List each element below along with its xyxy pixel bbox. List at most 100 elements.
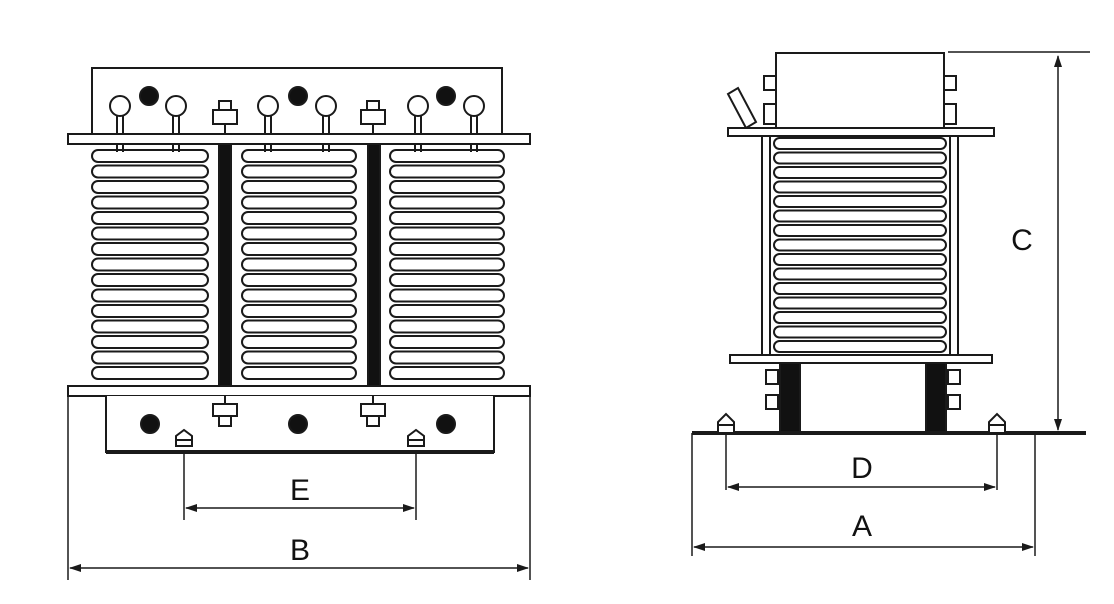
coil: [241, 149, 357, 380]
terminal-post: [257, 95, 279, 152]
coil-turn: [773, 340, 947, 353]
coil-turn: [773, 238, 947, 252]
core-limb-right: [367, 143, 381, 387]
terminal-dot: [288, 86, 308, 106]
coil-turn: [773, 296, 947, 310]
base-dot: [140, 414, 160, 434]
side-mount-bolt-right: [988, 412, 1006, 434]
mount-bolt-right: [407, 428, 425, 447]
coil-turn: [241, 350, 357, 365]
coil-turn: [389, 257, 505, 272]
dimension-label-b: B: [290, 534, 310, 567]
coil-turn: [91, 164, 209, 179]
coil-turn: [773, 267, 947, 281]
coil-turn: [389, 288, 505, 303]
coil-turn: [773, 195, 947, 208]
coil-turn: [389, 319, 505, 334]
terminal-post: [463, 95, 485, 152]
front-coils: [91, 149, 505, 380]
dimension-label-a: A: [852, 510, 872, 543]
dimension-label-c: C: [1011, 224, 1033, 257]
coil-turn: [91, 180, 209, 194]
coil-turn: [389, 195, 505, 210]
terminal-post: [407, 95, 429, 152]
side-view: [692, 52, 1086, 435]
coil-turn: [241, 149, 357, 163]
coil-turn: [241, 242, 357, 256]
coil-turn: [241, 366, 357, 380]
coil-turn: [241, 288, 357, 303]
coil-turn: [91, 195, 209, 210]
terminal-post: [165, 95, 187, 152]
coil-turn: [241, 335, 357, 349]
mount-bolt-left: [175, 428, 193, 447]
coil-turn: [773, 311, 947, 324]
coil-turn: [91, 273, 209, 287]
side-bottom-clamp: [729, 354, 993, 364]
coil-turn: [773, 151, 947, 165]
coil-turn: [773, 325, 947, 339]
front-dimensions: [67, 396, 531, 580]
coil-turn: [773, 224, 947, 237]
coil-turn: [389, 149, 505, 163]
coil-turn: [91, 304, 209, 318]
coil-turn: [241, 164, 357, 179]
front-view: [67, 67, 531, 454]
coil-turn: [91, 288, 209, 303]
coil: [389, 149, 505, 380]
core-limb-left: [218, 143, 232, 387]
coil-turn: [389, 273, 505, 287]
coil-turn: [241, 319, 357, 334]
dimension-label-e: E: [290, 474, 310, 507]
coil-turn: [773, 180, 947, 194]
top-clamp-plate: [67, 133, 531, 145]
bottom-bolt-right: [360, 396, 386, 427]
terminal-dot: [436, 86, 456, 106]
coil-turn: [241, 304, 357, 318]
coil-turn: [91, 257, 209, 272]
coil-turn: [389, 211, 505, 225]
coil-turn: [773, 282, 947, 295]
coil-turn: [241, 226, 357, 241]
coil-turn: [389, 335, 505, 349]
coil-turn: [389, 242, 505, 256]
side-dimensions: [691, 51, 1090, 556]
coil-turn: [773, 209, 947, 223]
coil-turn: [241, 211, 357, 225]
coil-turn: [91, 366, 209, 380]
coil-turn: [91, 242, 209, 256]
bottom-bolt-left: [212, 396, 238, 427]
top-bolt-left: [212, 100, 238, 134]
coil: [91, 149, 209, 380]
side-coils: [773, 137, 947, 353]
terminal-posts: [109, 95, 485, 152]
terminal-post: [315, 95, 337, 152]
terminal-dot: [139, 86, 159, 106]
coil-turn: [241, 195, 357, 210]
coil-turn: [389, 180, 505, 194]
terminal-post: [109, 95, 131, 152]
coil-turn: [241, 180, 357, 194]
base-dot: [436, 414, 456, 434]
coil-turn: [773, 137, 947, 150]
side-mount-bolt-left: [717, 412, 735, 434]
side-lever: [726, 86, 758, 130]
coil-turn: [389, 304, 505, 318]
base-dot: [288, 414, 308, 434]
coil-turn: [773, 166, 947, 179]
coil-turn: [91, 350, 209, 365]
coil-turn: [91, 319, 209, 334]
coil-turn: [389, 164, 505, 179]
coil-turn: [241, 257, 357, 272]
coil-turn: [91, 335, 209, 349]
side-leg-left: [779, 362, 801, 434]
coil-turn: [91, 226, 209, 241]
top-bolt-right: [360, 100, 386, 134]
side-top-clamp: [727, 127, 995, 137]
coil-turn: [389, 350, 505, 365]
dimension-label-d: D: [851, 452, 873, 485]
coil-turn: [389, 226, 505, 241]
side-leg-right: [925, 362, 947, 434]
side-terminal-box: [775, 52, 945, 129]
